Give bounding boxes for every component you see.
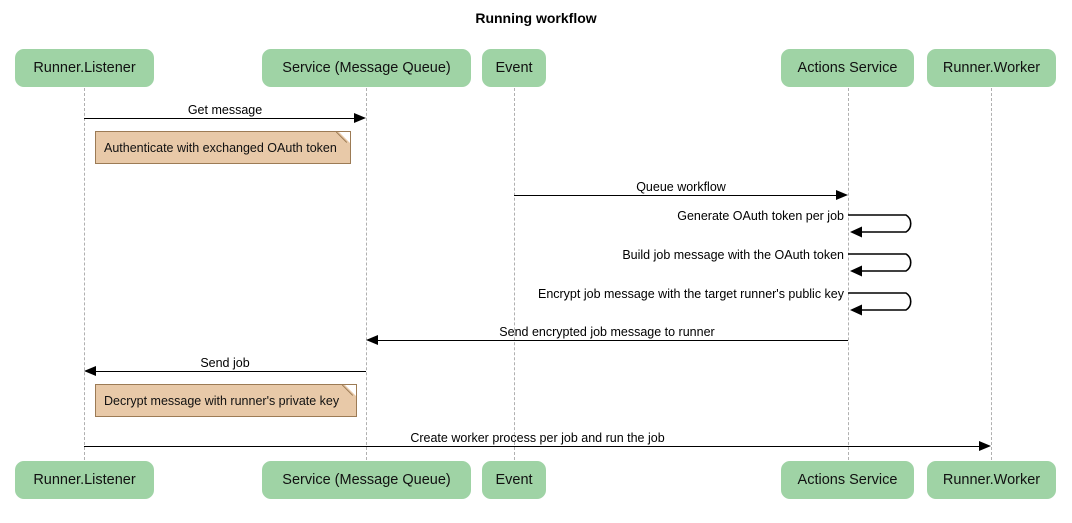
- message-line-queue-workflow: [514, 195, 836, 196]
- message-label-build-job-message: Build job message with the OAuth token: [622, 248, 844, 262]
- participant-label: Runner.Worker: [942, 60, 1041, 76]
- participant-label: Runner.Listener: [33, 60, 136, 76]
- lifeline-runner-worker: [991, 88, 992, 460]
- participant-label: Service (Message Queue): [282, 472, 451, 488]
- page-title: Running workflow: [475, 10, 597, 26]
- arrow-head-get-message: [354, 113, 366, 123]
- message-line-send-encrypted-job-message: [378, 340, 848, 341]
- participant-label: Event: [495, 472, 533, 488]
- participant-runner-worker-top[interactable]: Runner.Worker: [927, 49, 1056, 87]
- participant-service-message-queue-bottom[interactable]: Service (Message Queue): [262, 461, 471, 499]
- message-label-queue-workflow: Queue workflow: [636, 180, 726, 194]
- message-line-send-job: [96, 371, 366, 372]
- lifeline-runner-listener: [84, 88, 85, 460]
- message-label-encrypt-job-message: Encrypt job message with the target runn…: [537, 287, 844, 301]
- message-line-get-message: [84, 118, 354, 119]
- participant-label: Runner.Worker: [942, 472, 1041, 488]
- lifeline-event: [514, 88, 515, 460]
- self-loop-generate-oauth-token-per-job: [848, 214, 912, 238]
- participant-actions-service-bottom[interactable]: Actions Service: [781, 461, 914, 499]
- self-loop-build-job-message: [848, 253, 912, 277]
- participant-actions-service-top[interactable]: Actions Service: [781, 49, 914, 87]
- note-label: Authenticate with exchanged OAuth token: [104, 140, 337, 155]
- participant-label: Actions Service: [797, 472, 898, 488]
- participant-service-message-queue-top[interactable]: Service (Message Queue): [262, 49, 471, 87]
- note-fold-edge-icon: [342, 384, 357, 399]
- participant-label: Runner.Listener: [33, 472, 136, 488]
- participant-runner-listener-top[interactable]: Runner.Listener: [15, 49, 154, 87]
- message-label-create-worker-process: Create worker process per job and run th…: [410, 431, 665, 445]
- participant-label: Service (Message Queue): [282, 60, 451, 76]
- lifeline-service-message-queue: [366, 88, 367, 460]
- arrow-head-queue-workflow: [836, 190, 848, 200]
- participant-event-top[interactable]: Event: [482, 49, 546, 87]
- arrow-head-send-encrypted-job-message: [366, 335, 378, 345]
- message-label-send-job: Send job: [200, 356, 250, 370]
- participant-event-bottom[interactable]: Event: [482, 461, 546, 499]
- participant-runner-worker-bottom[interactable]: Runner.Worker: [927, 461, 1056, 499]
- note-fold-edge-icon: [336, 131, 351, 146]
- participant-label: Actions Service: [797, 60, 898, 76]
- self-loop-encrypt-job-message: [848, 292, 912, 316]
- message-label-send-encrypted-job-message: Send encrypted job message to runner: [499, 325, 715, 339]
- message-line-create-worker-process: [84, 446, 979, 447]
- message-label-generate-oauth-token-per-job: Generate OAuth token per job: [677, 209, 844, 223]
- lifeline-actions-service: [848, 88, 849, 460]
- note-label: Decrypt message with runner's private ke…: [104, 393, 340, 408]
- arrow-head-send-job: [84, 366, 96, 376]
- message-label-get-message: Get message: [187, 103, 263, 117]
- note-authenticate: Authenticate with exchanged OAuth token: [95, 131, 351, 164]
- arrow-head-create-worker-process: [979, 441, 991, 451]
- participant-runner-listener-bottom[interactable]: Runner.Listener: [15, 461, 154, 499]
- note-decrypt: Decrypt message with runner's private ke…: [95, 384, 357, 417]
- participant-label: Event: [495, 60, 533, 76]
